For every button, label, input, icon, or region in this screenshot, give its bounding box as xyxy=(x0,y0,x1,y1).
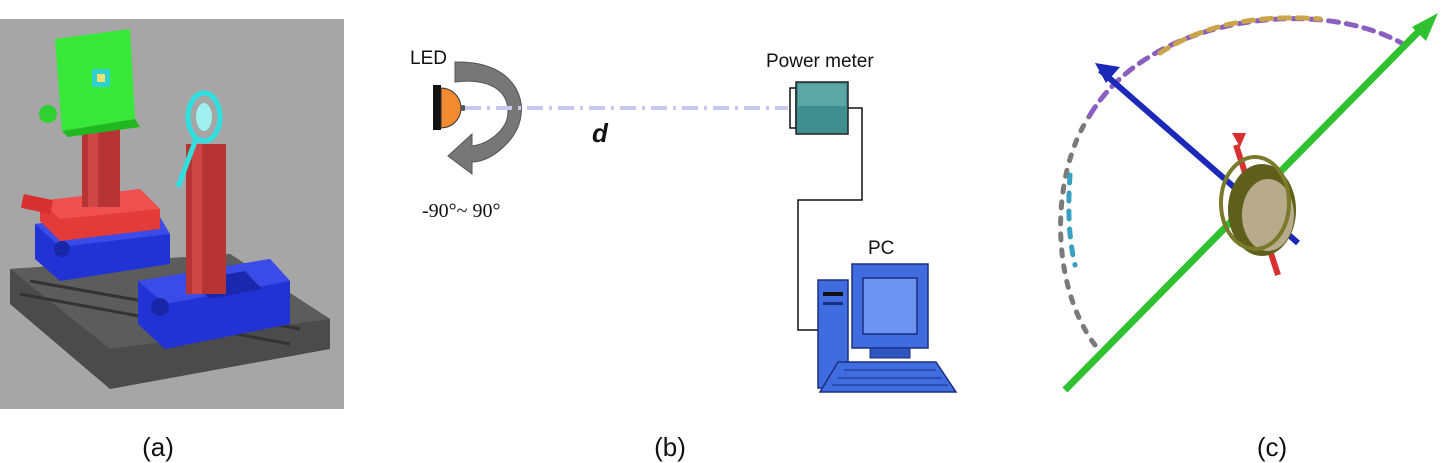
green-axis-arrowhead xyxy=(1412,13,1438,41)
caption-b: (b) xyxy=(654,432,686,462)
angle-range-label: -90°~ 90° xyxy=(422,200,501,222)
panel-b-schematic: LED d -90°~ 90° Power meter PC xyxy=(400,30,1000,410)
axes-diagram xyxy=(1058,13,1438,393)
caption-a: (a) xyxy=(142,432,174,462)
panel-a-render xyxy=(0,19,344,409)
rotation-arc xyxy=(1058,15,1408,348)
setup-schematic xyxy=(433,61,958,393)
rotation-arrow-icon xyxy=(447,61,522,175)
pc-keyboard-icon xyxy=(818,361,958,393)
rig-render-image xyxy=(0,19,344,409)
red-axis-arrowhead xyxy=(1232,133,1246,147)
panel-c-axes xyxy=(1040,5,1445,405)
led-label: LED xyxy=(410,48,447,69)
distance-label: d xyxy=(592,118,608,148)
power-meter-label: Power meter xyxy=(766,51,874,72)
caption-c: (c) xyxy=(1256,432,1288,462)
pc-label: PC xyxy=(868,238,895,259)
cable-line xyxy=(797,107,863,331)
led-base xyxy=(433,85,441,130)
blue-axis-arrowhead xyxy=(1095,63,1120,83)
led-icon xyxy=(440,87,462,129)
